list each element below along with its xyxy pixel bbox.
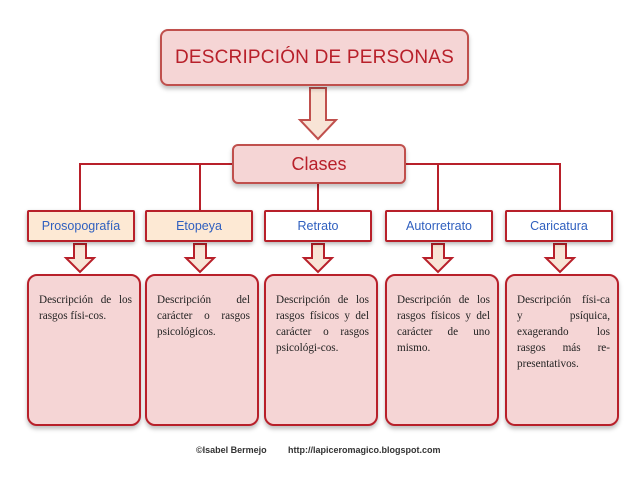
- description-caricatura: Descripción físi-ca y psíquica, exageran…: [505, 274, 619, 426]
- description-etopeya: Descripción del carácter o rasgos psicol…: [145, 274, 259, 426]
- category-label-autorretrato: Autorretrato: [385, 210, 493, 242]
- description-retrato: Descripción de los rasgos físicos y del …: [264, 274, 378, 426]
- footer-url[interactable]: http://lapiceromagico.blogspot.com: [288, 445, 441, 455]
- description-prosopografia: Descripción de los rasgos físi-cos.: [27, 274, 141, 426]
- arrow-caricatura: [543, 243, 577, 274]
- diagram-title: DESCRIPCIÓN DE PERSONAS: [160, 29, 469, 86]
- category-label-caricatura: Caricatura: [505, 210, 613, 242]
- category-label-prosopografia: Prosopografía: [27, 210, 135, 242]
- branch-lines: [79, 163, 561, 210]
- description-autorretrato: Descripción de los rasgos físicos y del …: [385, 274, 499, 426]
- arrow-retrato: [301, 243, 335, 274]
- category-arrows: [63, 243, 577, 274]
- description-text: Descripción de los rasgos físicos y del …: [276, 294, 369, 354]
- arrow-title-to-hub: [297, 87, 339, 141]
- hub-node-clases: Clases: [232, 144, 406, 184]
- arrow-prosopografia: [63, 243, 97, 274]
- description-text: Descripción de los rasgos físi-cos.: [39, 294, 132, 322]
- description-text: Descripción físi-ca y psíquica, exageran…: [517, 294, 610, 370]
- footer-author: ©Isabel Bermejo: [196, 445, 267, 455]
- arrow-autorretrato: [421, 243, 455, 274]
- description-text: Descripción del carácter o rasgos psicol…: [157, 294, 250, 338]
- arrow-etopeya: [183, 243, 217, 274]
- category-label-etopeya: Etopeya: [145, 210, 253, 242]
- category-label-retrato: Retrato: [264, 210, 372, 242]
- description-text: Descripción de los rasgos físicos y del …: [397, 294, 490, 354]
